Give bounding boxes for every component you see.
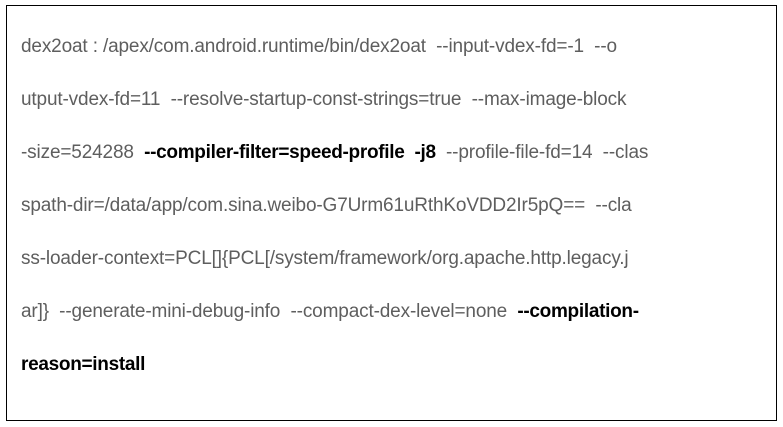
command-text: dex2oat : /apex/com.android.runtime/bin/…	[21, 36, 617, 57]
code-line: ar]} --generate-mini-debug-info --compac…	[21, 285, 764, 338]
emphasized-argument: reason=install	[21, 354, 146, 375]
code-line: ss-loader-context=PCL[]{PCL[/system/fram…	[21, 232, 764, 285]
command-text: utput-vdex-fd=11 --resolve-startup-const…	[21, 89, 627, 110]
code-line: dex2oat : /apex/com.android.runtime/bin/…	[21, 20, 764, 73]
emphasized-argument: --compiler-filter=speed-profile -j8	[144, 142, 436, 163]
code-line: utput-vdex-fd=11 --resolve-startup-const…	[21, 73, 764, 126]
code-line: spath-dir=/data/app/com.sina.weibo-G7Urm…	[21, 179, 764, 232]
dex2oat-command-text: dex2oat : /apex/com.android.runtime/bin/…	[21, 20, 764, 391]
command-text: -size=524288	[21, 142, 145, 163]
code-line: reason=install	[21, 338, 764, 391]
command-text: ar]} --generate-mini-debug-info --compac…	[21, 301, 518, 322]
command-text: spath-dir=/data/app/com.sina.weibo-G7Urm…	[21, 195, 632, 216]
code-frame: dex2oat : /apex/com.android.runtime/bin/…	[6, 5, 777, 421]
code-line: -size=524288 --compiler-filter=speed-pro…	[21, 126, 764, 179]
emphasized-argument: --compilation-	[517, 301, 639, 322]
command-text: --profile-file-fd=14 --clas	[435, 142, 649, 163]
command-text: ss-loader-context=PCL[]{PCL[/system/fram…	[21, 248, 629, 269]
